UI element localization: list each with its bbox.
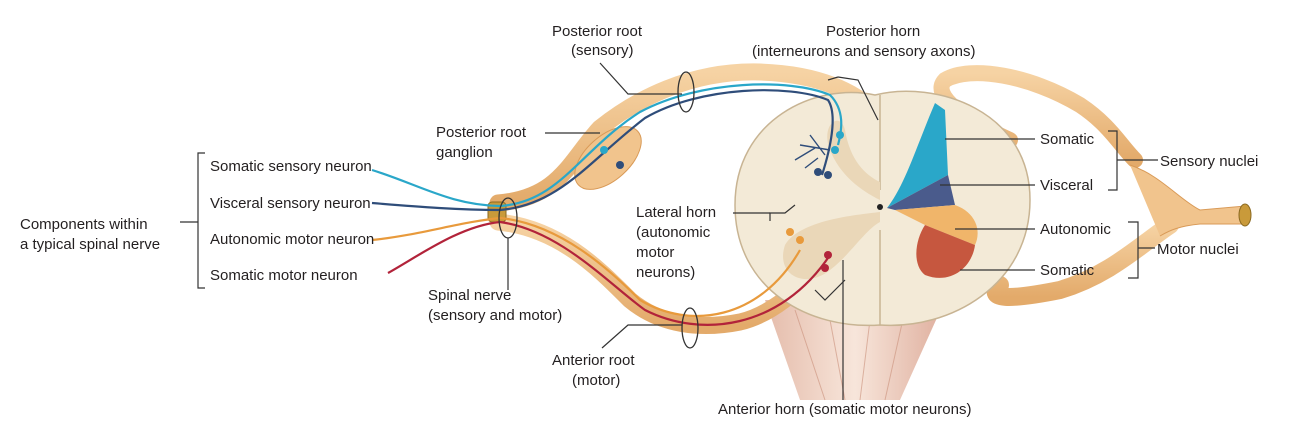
gray-matter-left-posterior: [827, 120, 880, 200]
posterior-horn-label-line1: Posterior horn: [826, 23, 920, 40]
autonomic-motor-region: [895, 205, 978, 245]
visceral-sensory-neuron-label: Visceral sensory neuron: [210, 195, 371, 212]
interneuron-dot-2: [831, 146, 839, 154]
anterior-horn-label: Anterior horn (somatic motor neurons): [718, 401, 971, 418]
autonomic-label: Autonomic: [1040, 221, 1111, 238]
components-label-line2: a typical spinal nerve: [20, 236, 160, 253]
posterior-root-ring: [677, 71, 695, 113]
somatic-motor-fiber: [387, 220, 831, 326]
posterior-root-ganglion-label-line1: Posterior root: [436, 124, 527, 141]
somatic-motor-region: [916, 225, 975, 278]
visceral-label: Visceral: [1040, 177, 1093, 194]
spinal-nerve-label-line2: (sensory and motor): [428, 307, 562, 324]
posterior-horn-label-line2: (interneurons and sensory axons): [752, 43, 975, 60]
somatic-lower-label: Somatic: [1040, 262, 1095, 279]
posterior-root: [489, 63, 884, 212]
right-nerve-end: [1238, 203, 1252, 227]
somatic-sensory-fiber: [371, 83, 843, 208]
sensory-cell-body-visceral: [616, 161, 624, 169]
posterior-root-ganglion: [574, 126, 642, 190]
sensory-nuclei-label: Sensory nuclei: [1160, 153, 1258, 170]
anterior-root-label-line2: (motor): [572, 372, 620, 389]
autonomic-motor-neuron-label: Autonomic motor neuron: [210, 231, 374, 248]
autonomic-cell-body-2: [796, 236, 804, 244]
somatic-motor-cell-body-2: [821, 264, 829, 272]
anterior-root-label-line1: Anterior root: [552, 352, 635, 369]
posterior-root-ganglion-label-line2: ganglion: [436, 144, 493, 161]
somatic-upper-label: Somatic: [1040, 131, 1095, 148]
interneuron-branches: [794, 134, 831, 169]
central-canal: [877, 204, 883, 210]
anterior-root-ring: [681, 307, 699, 349]
right-lower-nerve: [986, 216, 1179, 306]
autonomic-cell-body-1: [786, 228, 794, 236]
right-nerve-trunk: [1129, 164, 1246, 237]
gray-matter-left-anterior: [783, 212, 880, 280]
autonomic-motor-fiber: [371, 216, 801, 318]
posterior-root-label-line1: Posterior root: [552, 23, 643, 40]
components-label-line1: Components within: [20, 216, 148, 233]
interneuron-dot-3: [814, 168, 822, 176]
leader-lines: [180, 62, 1158, 400]
sensory-cell-body-somatic: [600, 146, 608, 154]
lateral-horn-label-line1: Lateral horn: [636, 204, 716, 221]
somatic-motor-neuron-label: Somatic motor neuron: [210, 267, 358, 284]
visceral-sensory-fiber: [371, 89, 834, 212]
somatic-sensory-region: [887, 103, 948, 208]
lateral-horn-label-line3: motor: [636, 244, 674, 261]
visceral-sensory-region: [887, 175, 955, 210]
interneuron-dot-4: [824, 171, 832, 179]
somatic-sensory-neuron-label: Somatic sensory neuron: [210, 158, 372, 175]
spinal-nerve-label-line1: Spinal nerve: [428, 287, 511, 304]
lateral-horn-label-line4: neurons): [636, 264, 695, 281]
motor-nuclei-label: Motor nuclei: [1157, 241, 1239, 258]
posterior-root-label-line2: (sensory): [571, 42, 634, 59]
interneuron-dot-1: [836, 131, 844, 139]
lateral-horn-label-line2: (autonomic: [636, 224, 711, 241]
somatic-motor-cell-body-1: [824, 251, 832, 259]
